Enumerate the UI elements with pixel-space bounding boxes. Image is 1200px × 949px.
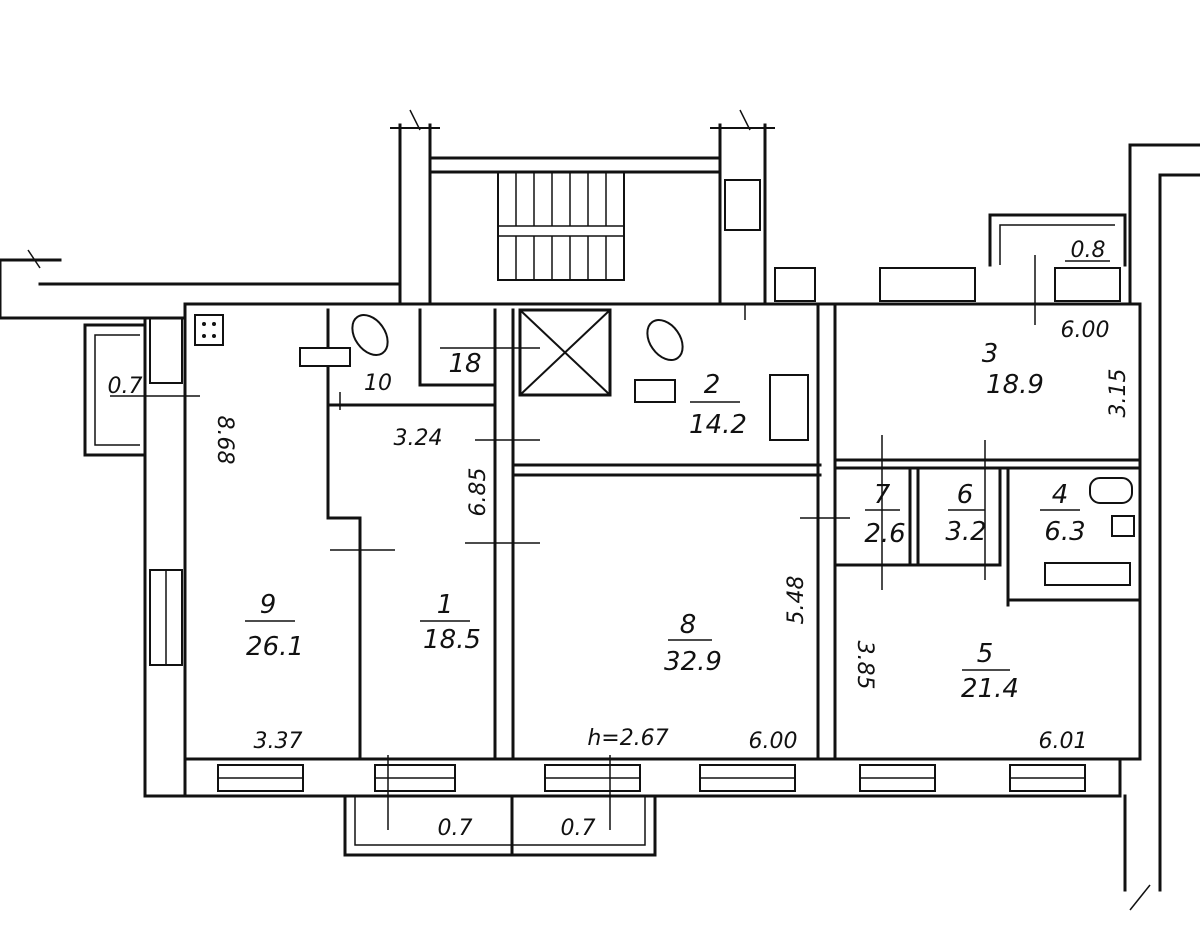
room-number: 3 [982, 339, 999, 369]
exterior-walls [0, 143, 1200, 911]
sink-icon [1111, 515, 1135, 537]
room-area: 32.9 [664, 647, 722, 677]
room-9: 9 26.1 [245, 590, 304, 662]
dimension-labels: 8.68 3.24 6.85 5.48 3.85 3.15 6.00 3.37 … [212, 318, 1131, 754]
fixtures [194, 314, 1135, 586]
room-1: 1 18.5 [420, 590, 481, 655]
room-area: 2.6 [864, 519, 905, 549]
dim-548: 5.48 [784, 576, 809, 625]
room-6: 6 3.2 [945, 480, 986, 547]
room-3: 3 18.9 [982, 339, 1044, 400]
room-number: 5 [977, 639, 994, 669]
room-area: 21.4 [961, 674, 1019, 704]
room-number: 6 [957, 480, 974, 510]
toilet-icon [646, 319, 684, 361]
room-8: 8 32.9 [664, 610, 722, 677]
bathtub-icon [1044, 562, 1131, 586]
balcony-left [83, 323, 200, 457]
toilet-icon [1089, 477, 1133, 504]
stove-icon [194, 314, 224, 346]
balcony-top-right-size: 0.8 [1071, 238, 1106, 263]
stairwell [390, 109, 775, 397]
room-labels: 1 18.5 2 14.2 3 18.9 4 6.3 5 21.4 6 3.2 [245, 339, 1086, 704]
room-area: 6.3 [1044, 517, 1085, 547]
room-area: 3.2 [945, 517, 986, 547]
dim-600-bottom: 6.00 [749, 729, 798, 754]
balcony-bottom [343, 755, 657, 857]
room-number: 2 [704, 370, 721, 400]
balcony-left-size: 0.7 [108, 374, 143, 399]
sink-icon [299, 347, 351, 367]
balcony-labels: 0.7 0.8 0.7 0.7 [108, 238, 1110, 841]
room-area: 14.2 [689, 410, 747, 440]
room-number: 4 [1052, 480, 1069, 510]
dim-868: 8.68 [212, 416, 237, 465]
dim-385: 3.85 [852, 641, 877, 690]
dim-337: 3.37 [254, 729, 303, 754]
room-10-number: 10 [364, 371, 392, 396]
room-area: 18.9 [986, 370, 1044, 400]
balcony-bottom-left-size: 0.7 [438, 816, 473, 841]
room-2: 2 14.2 [689, 370, 747, 440]
windows [149, 267, 1121, 792]
balcony-bottom-right-size: 0.7 [561, 816, 596, 841]
room-number: 7 [874, 480, 891, 510]
room-4: 4 6.3 [1040, 480, 1086, 547]
room-7: 7 2.6 [864, 480, 905, 549]
dim-601: 6.01 [1039, 729, 1088, 754]
bathtub-icon [769, 374, 809, 441]
room-18-number: 18 [448, 349, 481, 379]
dim-600-top: 6.00 [1061, 318, 1110, 343]
dim-685: 6.85 [466, 468, 491, 517]
room-area: 26.1 [246, 632, 304, 662]
room-number: 9 [260, 590, 277, 620]
room-number: 1 [437, 590, 454, 620]
interior-walls [326, 302, 1142, 761]
toilet-icon [351, 314, 389, 356]
sink-icon [634, 379, 676, 403]
room-area: 18.5 [423, 625, 481, 655]
balcony-top-right [988, 213, 1127, 325]
dim-324: 3.24 [394, 426, 443, 451]
room-number: 8 [680, 610, 697, 640]
ceiling-height: h=2.67 [587, 726, 668, 751]
dim-315: 3.15 [1106, 369, 1131, 418]
room-5: 5 21.4 [961, 639, 1019, 704]
